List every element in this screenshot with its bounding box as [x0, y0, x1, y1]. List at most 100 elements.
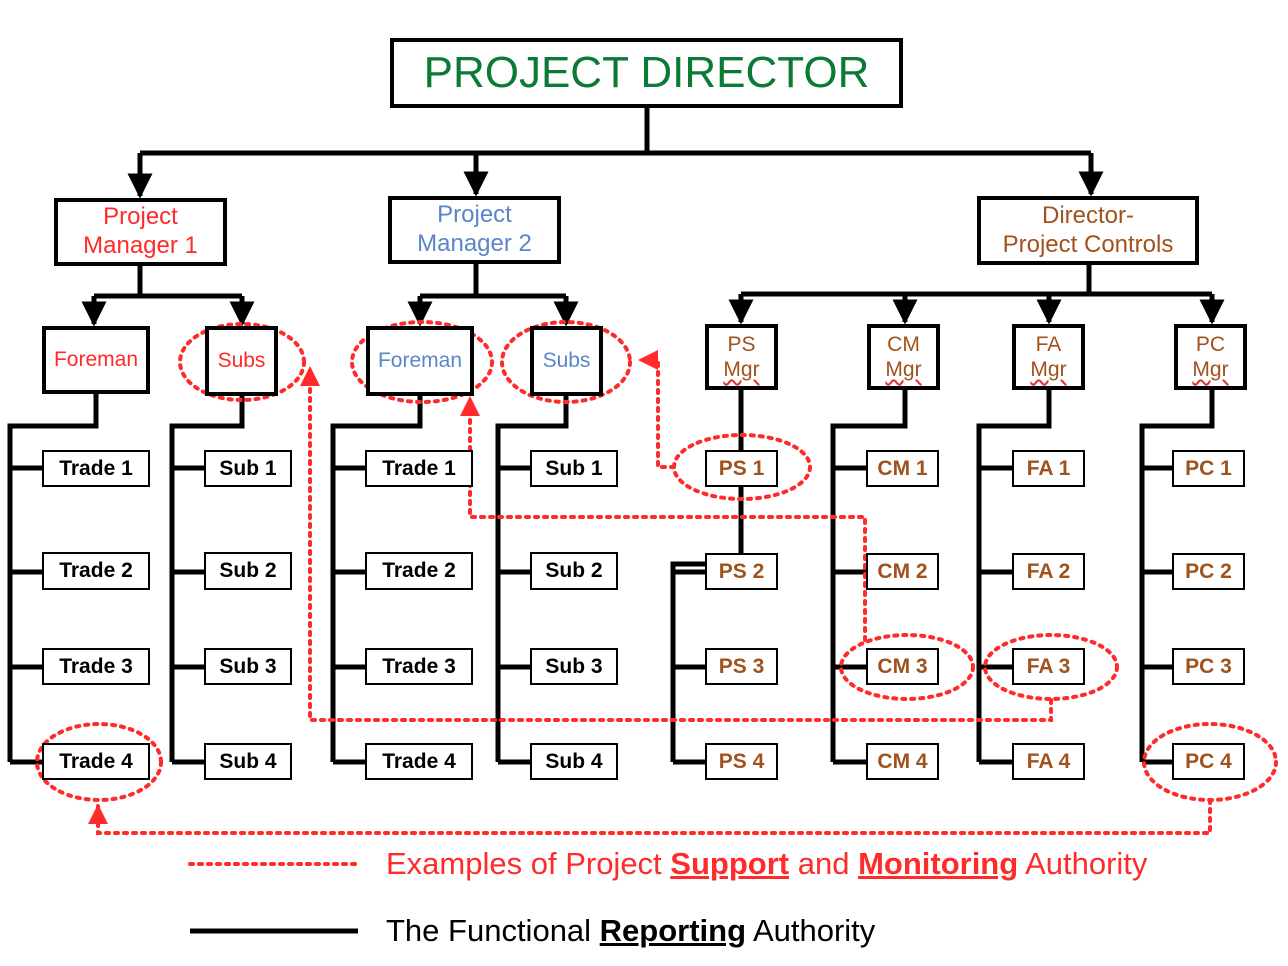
legend-dotted-support: Support	[670, 846, 790, 881]
trade-4-group1: Trade 4	[42, 743, 150, 780]
highlight-foreman-2	[350, 320, 494, 404]
leaf-label: Trade 1	[59, 456, 133, 480]
leaf-label: CM 1	[877, 456, 928, 480]
sub-4-group1: Sub 4	[204, 743, 292, 780]
foreman-1-box: Foreman	[42, 326, 150, 394]
fa-4: FA 4	[1012, 743, 1085, 780]
leaf-label: Sub 3	[545, 654, 603, 678]
legend-solid-reporting: Reporting	[599, 913, 747, 948]
leaf-label: PS 4	[718, 749, 765, 773]
leaf-label: Sub 4	[545, 749, 603, 773]
pc-4: PC 4	[1172, 743, 1245, 780]
ps-mgr-line1: PS	[727, 332, 756, 356]
ps-1: PS 1	[705, 450, 778, 487]
leaf-label: CM 3	[877, 654, 928, 678]
trade-3-group2: Trade 3	[365, 648, 473, 685]
leaf-label: Trade 1	[382, 456, 456, 480]
project-manager-1-box: Project Manager 1	[54, 198, 227, 266]
leaf-label: Trade 2	[59, 559, 133, 583]
director-project-controls-label: Director- Project Controls	[1002, 201, 1174, 258]
leaf-label: PC 1	[1185, 456, 1232, 480]
legend-reporting: The Functional Reporting Authority	[386, 913, 875, 949]
leaf-label: PC 3	[1185, 654, 1232, 678]
highlight-trade-4	[35, 722, 163, 802]
leaf-label: PS 2	[718, 559, 765, 583]
legend-dotted-post: Authority	[1018, 846, 1148, 881]
leaf-label: Sub 2	[545, 559, 603, 583]
ps-2: PS 2	[705, 553, 778, 590]
project-manager-2-box: Project Manager 2	[388, 196, 561, 264]
trade-4-group2: Trade 4	[365, 743, 473, 780]
project-director-box: PROJECT DIRECTOR	[390, 38, 903, 108]
pc-3: PC 3	[1172, 648, 1245, 685]
project-director-label: PROJECT DIRECTOR	[423, 47, 870, 97]
leaf-label: Trade 3	[59, 654, 133, 678]
pc-mgr-line1: PC	[1195, 332, 1226, 356]
fa-mgr-line1: FA	[1035, 332, 1062, 356]
leaf-label: PC 2	[1185, 559, 1232, 583]
leaf-label: Sub 1	[545, 456, 603, 480]
ps-4: PS 4	[705, 743, 778, 780]
legend-dotted-mid: and	[789, 846, 859, 881]
legend-solid-pre: The Functional	[386, 913, 600, 948]
pc-mgr-line2: Mgr	[1192, 358, 1229, 381]
pc-2: PC 2	[1172, 553, 1245, 590]
leaf-label: Sub 2	[219, 559, 277, 583]
cm-1: CM 1	[866, 450, 939, 487]
fa-3: FA 3	[1012, 648, 1085, 685]
trade-3-group1: Trade 3	[42, 648, 150, 685]
sub-1-group2: Sub 1	[530, 450, 618, 487]
sub-1-group1: Sub 1	[204, 450, 292, 487]
fa-1: FA 1	[1012, 450, 1085, 487]
leaf-label: PS 1	[718, 456, 765, 480]
trade-2-group1: Trade 2	[42, 552, 150, 590]
trade-1-group1: Trade 1	[42, 450, 150, 487]
leaf-label: PS 3	[718, 654, 765, 678]
project-manager-2-label: Project Manager 2	[417, 201, 532, 257]
leaf-label: FA 1	[1026, 456, 1071, 480]
highlight-subs-1	[178, 322, 306, 402]
leaf-label: Trade 3	[382, 654, 456, 678]
leaf-label: Trade 4	[59, 749, 133, 773]
leaf-label: FA 4	[1026, 749, 1071, 773]
leaf-label: CM 4	[877, 749, 928, 773]
ps-mgr-line2: Mgr	[723, 358, 760, 381]
trade-2-group2: Trade 2	[365, 552, 473, 590]
subs-2-label: Subs	[542, 349, 591, 373]
leaf-label: Trade 4	[382, 749, 456, 773]
legend-solid-post: Authority	[746, 913, 876, 948]
subs-1-label: Subs	[217, 349, 266, 373]
leaf-label: FA 3	[1026, 654, 1071, 678]
highlight-cm-3	[839, 633, 975, 701]
leaf-label: Trade 2	[382, 559, 456, 583]
cm-3: CM 3	[866, 648, 939, 685]
project-manager-1-label: Project Manager 1	[83, 203, 198, 259]
cm-mgr-line1: CM	[887, 332, 920, 356]
highlight-subs-2	[500, 320, 632, 404]
foreman-2-box: Foreman	[366, 326, 474, 396]
director-project-controls-box: Director- Project Controls	[977, 196, 1199, 265]
reporting-lines	[7, 108, 1225, 765]
subs-2-box: Subs	[530, 326, 603, 396]
fa-2: FA 2	[1012, 553, 1085, 590]
legend-dotted-monitoring: Monitoring	[858, 846, 1019, 881]
sub-2-group2: Sub 2	[530, 552, 618, 590]
leaf-label: Sub 4	[219, 749, 277, 773]
sub-3-group1: Sub 3	[204, 648, 292, 685]
leaf-label: Sub 3	[219, 654, 277, 678]
leaf-label: Sub 1	[219, 456, 277, 480]
support-lines	[35, 320, 1278, 866]
subs-1-box: Subs	[205, 326, 278, 396]
cm-2: CM 2	[866, 553, 939, 590]
leaf-label: PC 4	[1185, 749, 1232, 773]
sub-2-group1: Sub 2	[204, 552, 292, 590]
fa-mgr-line2: Mgr	[1030, 358, 1067, 381]
cm-mgr-line2: Mgr	[885, 358, 922, 381]
sub-4-group2: Sub 4	[530, 743, 618, 780]
